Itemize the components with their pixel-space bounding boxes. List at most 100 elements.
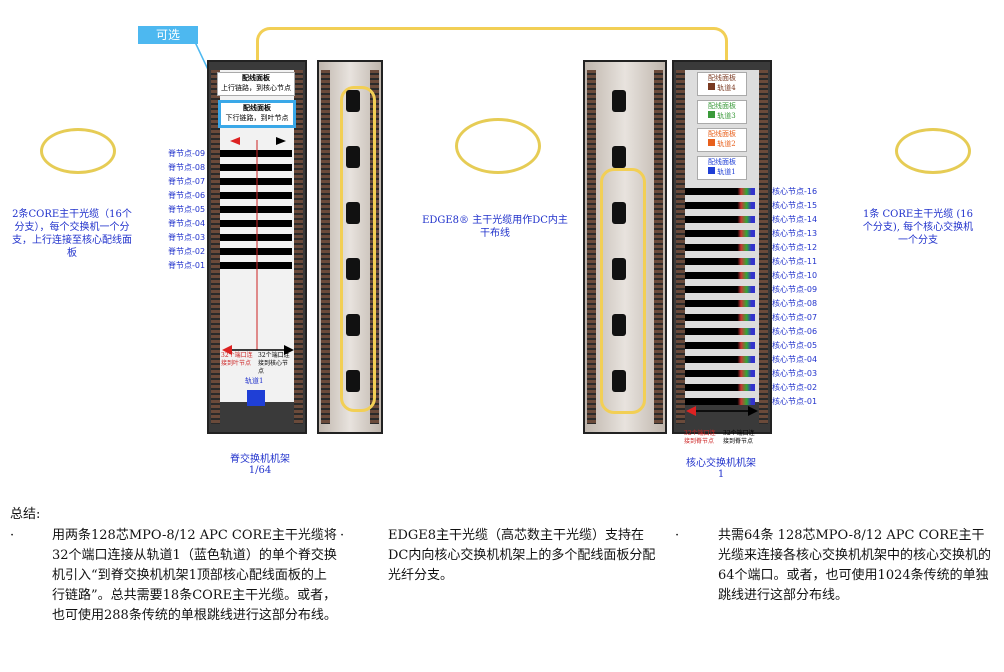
spine-switch (220, 234, 292, 241)
panel-track: 轨道1 (698, 167, 746, 177)
core-label: 核心节点-11 (772, 257, 818, 266)
panel-track: 轨道3 (698, 111, 746, 121)
summary-col2: EDGE8主干光缆（高芯数主干光缆）支持在DC内向核心交换机机架上的多个配线面板… (388, 528, 656, 583)
panel-title: 配线面板 (242, 73, 270, 82)
switch-icon (346, 146, 360, 168)
panel-title: 配线面板 (708, 74, 736, 82)
track-label: 轨道3 (717, 112, 736, 120)
right-fiber-bundle-icon (895, 128, 971, 174)
top-trunk-cable (256, 27, 728, 70)
core-switch (685, 230, 755, 237)
right-cable-desc: 1条 CORE主干光缆 (16个分支), 每个核心交换机一个分支 (862, 209, 974, 246)
core-switch (685, 356, 755, 363)
summary-col1: 用两条128芯MPO-8/12 APC CORE主干光缆将32个端口连接从轨道1… (52, 528, 337, 623)
spine-label: 脊节点-02 (168, 247, 206, 256)
spine-arrows (222, 137, 294, 355)
spine-label: 脊节点-06 (168, 191, 206, 200)
spine-switch (220, 262, 292, 269)
track-color-swatch (247, 390, 265, 406)
track-color-swatch (708, 167, 716, 174)
switch-icon (612, 90, 626, 112)
spine-label: 脊节点-05 (168, 205, 206, 214)
core-label: 核心节点-10 (772, 271, 818, 280)
core-cable-loop (600, 168, 646, 414)
core-label: 核心节点-01 (772, 397, 818, 406)
track-label: 轨道2 (717, 140, 736, 148)
switch-icon (346, 370, 360, 392)
spine-switch (220, 220, 292, 227)
core-switch (685, 398, 755, 405)
core-switch (685, 300, 755, 307)
track-color-swatch (708, 83, 716, 90)
core-label: 核心节点-07 (772, 313, 818, 322)
core-switch (685, 314, 755, 321)
spine-label: 脊节点-03 (168, 233, 206, 242)
core-patch-panel: 配线面板轨道3 (697, 100, 747, 124)
core-switch (685, 342, 755, 349)
spine-label: 脊节点-09 (168, 149, 206, 158)
core-switch (685, 272, 755, 279)
left-fiber-bundle-icon (40, 128, 116, 174)
core-patch-panel: 配线面板轨道4 (697, 72, 747, 96)
switch-icon (346, 258, 360, 280)
switch-icon (612, 258, 626, 280)
panel-title: 配线面板 (708, 102, 736, 110)
track-color-swatch (708, 139, 716, 146)
bullet: · (340, 528, 345, 543)
core-label: 核心节点-12 (772, 243, 818, 252)
downlink-patch-panel: 配线面板下行链路，到叶节点 (218, 100, 296, 128)
core-label: 核心节点-09 (772, 285, 818, 294)
core-switch (685, 370, 755, 377)
bullet: · (10, 528, 15, 543)
panel-track: 轨道4 (698, 83, 746, 93)
center-cable-desc: EDGE8® 主干光缆用作DC内主干布线 (422, 215, 568, 239)
core-patch-panel: 配线面板轨道2 (697, 128, 747, 152)
arrow-left-label: 32个端口连接到叶节点 (221, 352, 253, 367)
spine-cable-loop (340, 86, 376, 412)
panel-track: 轨道2 (698, 139, 746, 149)
arrow-right-label: 32个端口连接到核心节点 (258, 352, 290, 375)
core-switch (685, 244, 755, 251)
spine-switch (220, 178, 292, 185)
core-label: 核心节点-04 (772, 355, 818, 364)
center-fiber-bundle-icon (455, 118, 541, 174)
spine-switch (220, 206, 292, 213)
track-color-swatch (708, 111, 716, 118)
uplink-patch-panel: 配线面板上行链路，到核心节点 (217, 72, 295, 96)
core-label: 核心节点-02 (772, 383, 818, 392)
core-label: 核心节点-03 (772, 369, 818, 378)
core-switch (685, 216, 755, 223)
summary-col3: 共需64条 128芯MPO-8/12 APC CORE主干光缆来连接各核心交换机… (718, 528, 992, 603)
switch-icon (612, 370, 626, 392)
switch-icon (346, 90, 360, 112)
core-cable-rack (583, 60, 667, 434)
switch-icon (612, 202, 626, 224)
panel-sub: 下行链路，到叶节点 (225, 114, 289, 122)
panel-title: 配线面板 (708, 130, 736, 138)
switch-icon (612, 314, 626, 336)
core-switch (685, 258, 755, 265)
switch-icon (346, 314, 360, 336)
left-cable-desc: 2条CORE主干光缆（16个分支），每个交换机一个分支，上行连接至核心配线面板 (12, 209, 132, 259)
core-label: 核心节点-15 (772, 201, 818, 210)
core-patch-panel: 配线面板轨道1 (697, 156, 747, 180)
spine-switch (220, 192, 292, 199)
spine-label: 脊节点-08 (168, 163, 206, 172)
core-arrow-right-label: 32个端口连接到脊节点 (723, 430, 755, 445)
track-label: 轨道4 (717, 84, 736, 92)
core-label: 核心节点-08 (772, 299, 818, 308)
track-label: 轨道1 (245, 377, 264, 385)
core-label: 核心节点-06 (772, 327, 818, 336)
switch-icon (612, 146, 626, 168)
panel-sub: 上行链路，到核心节点 (221, 84, 291, 92)
spine-switch (220, 150, 292, 157)
core-switch (685, 202, 755, 209)
bullet: · (675, 528, 680, 543)
core-arrows (686, 406, 758, 416)
panel-title: 配线面板 (243, 103, 271, 112)
core-label: 核心节点-14 (772, 215, 818, 224)
core-switch (685, 328, 755, 335)
spine-label: 脊节点-04 (168, 219, 206, 228)
spine-label: 脊节点-07 (168, 177, 206, 186)
